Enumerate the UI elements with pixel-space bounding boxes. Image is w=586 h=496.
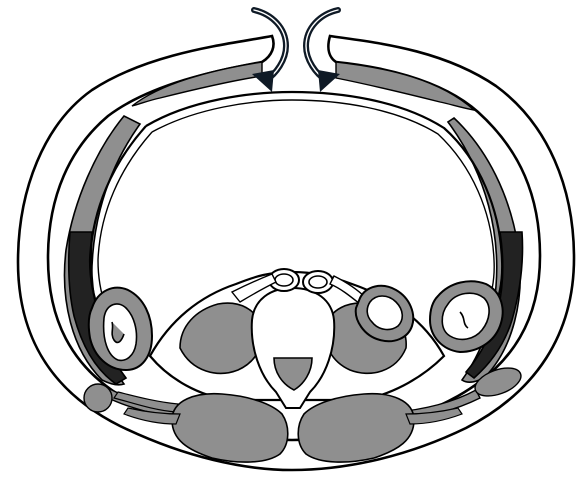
aorta-inner [275, 274, 293, 286]
ivc-inner [309, 276, 327, 288]
left-quadratus-small [84, 384, 112, 412]
